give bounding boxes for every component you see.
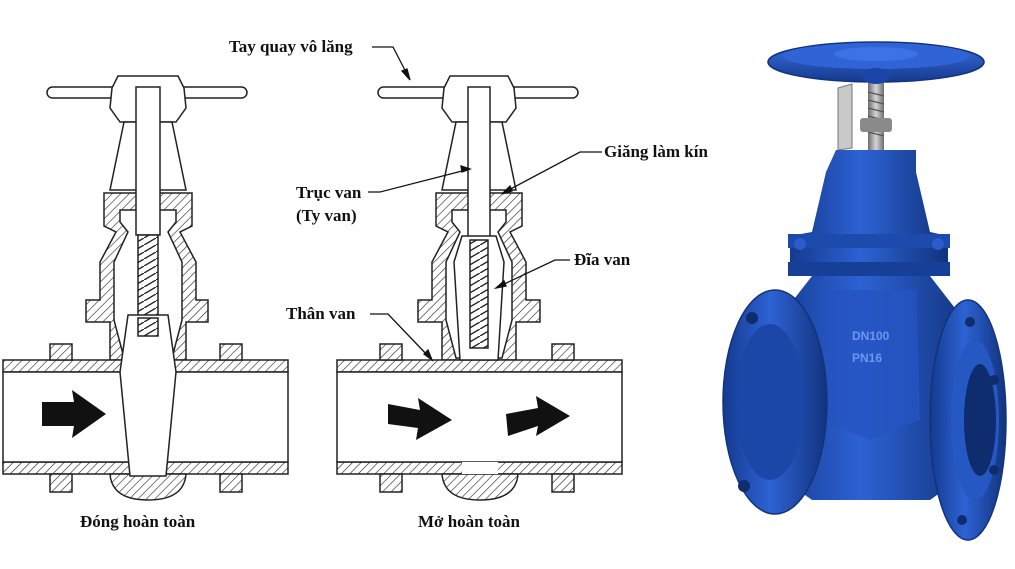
closed-valve-diagram bbox=[2, 75, 289, 501]
label-stem-line2: (Ty van) bbox=[296, 206, 357, 225]
caption-open: Mở hoàn toàn bbox=[418, 512, 521, 531]
body-bottom-pocket bbox=[109, 473, 187, 501]
flange-right-bottom bbox=[219, 473, 243, 493]
stem bbox=[467, 86, 491, 238]
casting-text-pressure: PN16 bbox=[852, 351, 882, 365]
stem-bracket bbox=[837, 83, 853, 151]
gate-disc bbox=[119, 314, 177, 477]
caption-closed: Đóng hoàn toàn bbox=[80, 512, 196, 531]
flange-right-top bbox=[551, 343, 575, 361]
flow-arrow-in bbox=[388, 398, 452, 440]
stem-thread bbox=[469, 239, 489, 349]
flange-right-bottom bbox=[551, 473, 575, 493]
callout-lines bbox=[368, 46, 602, 362]
casting-text-size: DN100 bbox=[852, 329, 890, 343]
label-disc: Đĩa van bbox=[574, 250, 631, 269]
flange-left-bottom bbox=[49, 473, 73, 493]
body-bottom-pocket bbox=[441, 473, 519, 501]
label-handwheel: Tay quay vô lăng bbox=[229, 37, 353, 56]
gate-valve-photo: DN100 PN16 bbox=[722, 41, 1007, 541]
flange-left-top bbox=[49, 343, 73, 361]
flow-arrow bbox=[42, 390, 106, 438]
flange-left-bottom bbox=[379, 473, 403, 493]
pipe-top-wall bbox=[336, 359, 623, 373]
open-valve-diagram bbox=[336, 75, 623, 501]
label-body: Thân van bbox=[286, 304, 356, 323]
flange-right-top bbox=[219, 343, 243, 361]
stem bbox=[135, 86, 161, 236]
pipe-bore bbox=[336, 371, 623, 463]
flange-left-top bbox=[379, 343, 403, 361]
bonnet bbox=[790, 150, 948, 276]
label-seal: Giăng làm kín bbox=[604, 142, 708, 161]
label-stem-line1: Trục van bbox=[296, 183, 362, 202]
flow-arrow-out bbox=[506, 396, 570, 436]
